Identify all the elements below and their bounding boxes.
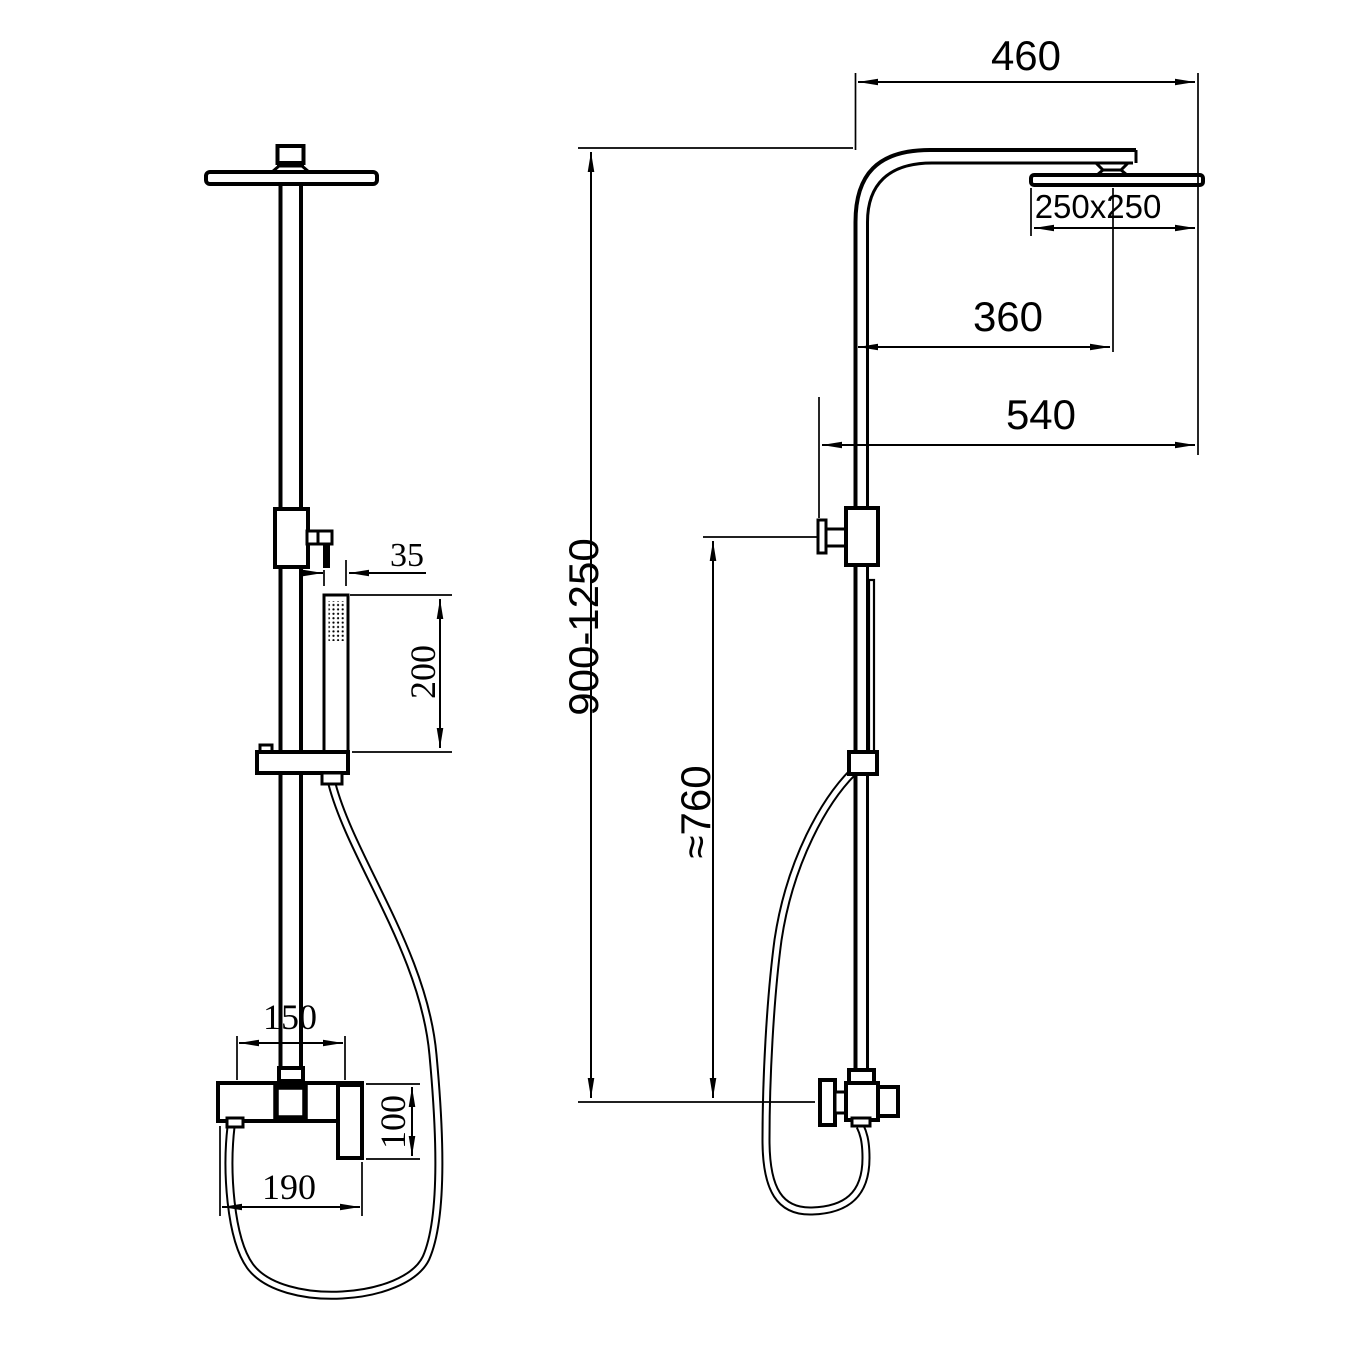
dim-label-540: 540 [1006,391,1076,438]
mixer-front [216,1066,364,1160]
dim-label-900-1250: 900-1250 [560,538,607,716]
riser-and-arm-side [853,148,1138,1070]
dim-label-190: 190 [262,1167,316,1207]
dim-head-centre-from-riser: 360 [858,293,1110,351]
bracket-body [255,750,350,775]
hand-shower-edge-side [867,578,876,755]
dim-head-size: 250x250 [1030,188,1195,352]
dim-inlet-centres: 150 [236,997,346,1080]
dim-mixer-width: 190 [219,1126,363,1216]
overhead-shower-side [1029,161,1205,187]
slider-block-side [847,750,879,776]
dim-label-35: 35 [390,537,424,574]
shower-head-plate-side [1029,173,1205,187]
dim-label-150: 150 [263,997,317,1037]
dim-label-200: 200 [403,645,443,699]
dim-holder-height: ≈760 [672,536,818,1098]
dim-arm-projection: 460 [854,32,1199,455]
dim-label-360: 360 [973,293,1043,340]
mixer-outlet-block [876,1085,900,1118]
shower-hose-side [761,768,871,1216]
side-view: 460 250x250 360 540 900-1250 [560,32,1205,1216]
slider-bracket-front [255,743,350,786]
mixer-hose-outlet-side [850,1116,872,1128]
wall-bracket-side [816,506,880,567]
mixer-body-side [844,1081,880,1122]
dim-hand-shower-width: 35 [300,537,426,586]
shower-head-plate-front [204,170,379,186]
overhead-shower-front [204,144,379,186]
shower-hose-front [224,782,444,1300]
front-view: 35 200 150 100 190 [204,144,452,1300]
mixer-handle-front [336,1083,364,1160]
dim-riser-height-range: 900-1250 [560,147,853,1103]
riser-collar-front [277,1066,305,1083]
mixer-wall-flange [818,1078,837,1127]
dim-label-760: ≈760 [672,765,719,858]
holder-hook [323,544,330,568]
hand-shower-front [322,593,350,754]
dim-label-460: 460 [991,32,1061,79]
dim-hand-shower-length: 200 [350,594,452,753]
mixer-side [818,1068,900,1128]
dim-label-250x250: 250x250 [1035,188,1162,225]
bracket-stem [824,527,849,548]
dim-label-100: 100 [373,1095,413,1149]
hose-nut [320,771,344,786]
mixer-faceplate [273,1084,308,1121]
dim-head-edge-from-wall: 540 [818,391,1195,518]
bracket-block [844,506,880,567]
mixer-hose-outlet [225,1116,245,1129]
dim-mixer-body-height: 100 [366,1083,420,1160]
riser-pipe-front [278,184,303,1083]
head-connector [275,144,306,165]
diverter-and-holder-front [273,507,334,569]
diverter-block [273,507,310,569]
hand-shower-spray-face [328,601,344,641]
